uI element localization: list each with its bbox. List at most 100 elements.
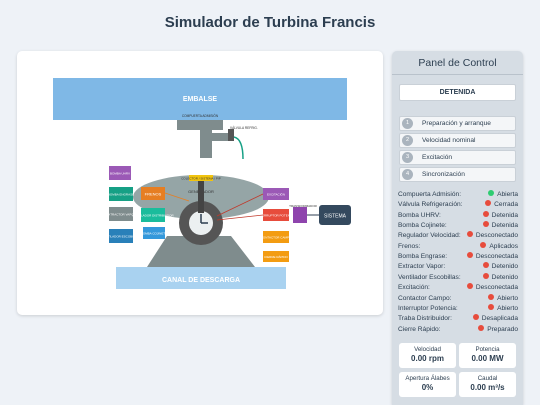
excitation-label: EXCITACIÓN — [267, 192, 285, 197]
status-dot-icon — [478, 324, 485, 331]
step-number: 1 — [402, 118, 413, 129]
status-value-wrap: Detenida — [482, 210, 518, 221]
status-dot-icon — [488, 190, 495, 196]
status-value-wrap: Desconectado — [466, 231, 518, 241]
step-label: Preparación y arranque — [422, 120, 491, 127]
panel-title: Panel de Control — [418, 57, 497, 69]
excitation-box[interactable] — [263, 188, 289, 200]
metric-value: 0.00 rpm — [411, 354, 444, 363]
step-label: Excitación — [422, 154, 453, 161]
status-value-wrap: Desconectada — [466, 252, 518, 262]
step-number: 2 — [402, 135, 413, 146]
status-label: Extractor Vapor: — [398, 263, 446, 271]
status-dot-icon — [466, 283, 473, 290]
quick-close-box[interactable] — [263, 251, 289, 262]
status-label: Interruptor Potencia: — [398, 304, 458, 312]
status-value: Desconectado — [475, 232, 518, 240]
status-row: Traba Distribuidor:Desaplicada — [398, 314, 518, 324]
brakes-box[interactable] — [141, 187, 165, 200]
step-label: Sincronización — [422, 171, 465, 178]
status-label: Bomba UHRV: — [398, 211, 441, 219]
grease-pump-label: BOMBA ENGRASE — [108, 193, 134, 197]
panel-divider — [392, 74, 523, 75]
transformer-label: TRANSFORMADOR — [289, 204, 318, 208]
metric-value: 0.00 m³/s — [470, 383, 505, 392]
status-value-wrap: Detenido — [482, 262, 518, 272]
gate-label: COMPUERTA ADMISIÓN — [182, 113, 219, 118]
shaft — [198, 181, 204, 213]
status-label: Compuerta Admisión: — [398, 191, 462, 198]
status-dot-icon — [482, 210, 489, 217]
status-value: Detenida — [491, 211, 518, 219]
status-value: Detenida — [491, 222, 518, 230]
status-dot-icon — [482, 262, 489, 269]
status-value-wrap: Cerrada — [485, 200, 518, 210]
metric-label: Caudal — [477, 375, 498, 382]
status-dot-icon — [472, 314, 479, 321]
cooling-pipe — [233, 136, 244, 160]
step-number: 3 — [402, 152, 413, 163]
brush-fan-label: VENTILADOR ESCOBILLAS — [102, 235, 141, 239]
brakes-label: FRENOS — [145, 192, 162, 197]
status-dot-icon — [466, 252, 473, 259]
power-breaker-box[interactable] — [263, 209, 289, 221]
turbine-diagram-card: EMBALSE COMPUERTA ADMISIÓN VÁLVULA REFRI… — [17, 51, 383, 315]
vapor-extractor-box[interactable] — [109, 207, 133, 221]
step-3-button[interactable]: 3 Excitación — [399, 150, 516, 165]
field-contactor-label: CONTACTOR CAMPO — [261, 236, 292, 240]
status-label: Excitación: — [398, 284, 430, 292]
page-title: Simulador de Turbina Francis — [164, 14, 376, 31]
valve-label: VÁLVULA REFRIG. — [230, 126, 258, 130]
step-2-button[interactable]: 2 Velocidad nominal — [399, 133, 516, 148]
status-dot-icon — [480, 241, 487, 248]
uhrv-pump-box[interactable] — [109, 166, 131, 180]
status-value: Desconectada — [475, 253, 518, 261]
status-value: Desaplicada — [481, 315, 518, 323]
power-metric: Potencia 0.00 MW — [459, 343, 516, 368]
status-label: Contactor Campo: — [398, 294, 452, 302]
status-row: Interruptor Potencia:Abierto — [398, 303, 518, 314]
status-label: Ventilador Escobillas: — [398, 273, 461, 281]
grease-pump-box[interactable] — [109, 187, 133, 201]
status-dot-icon — [488, 293, 495, 300]
system-box[interactable] — [319, 205, 351, 225]
quick-close-label: CIERRE RÁPIDO — [264, 255, 288, 259]
blade-opening-metric: Apertura Álabes 0% — [399, 372, 456, 397]
step-1-button[interactable]: 1 Preparación y arranque — [399, 116, 516, 131]
transformer[interactable] — [293, 207, 307, 223]
status-row: Excitación: Desconectada — [398, 283, 518, 293]
status-label: Bomba Engrase: — [398, 253, 448, 261]
status-dot-icon — [485, 200, 492, 207]
status-dot-icon — [488, 303, 495, 310]
status-row: Contactor Campo:Abierto — [398, 293, 518, 304]
penstock-top[interactable] — [177, 120, 223, 130]
status-label: Frenos: — [398, 242, 421, 250]
field-contactor-box[interactable] — [263, 231, 289, 243]
status-row: Ventilador Escobillas:Detenido — [398, 272, 518, 283]
status-value: Preparado — [487, 325, 518, 333]
regulator-box[interactable] — [141, 208, 165, 222]
status-value: Desconectada — [475, 284, 518, 292]
status-row: Cierre Rápido:Preparado — [398, 324, 518, 335]
speed-metric: Velocidad 0.00 rpm — [399, 343, 456, 368]
status-row: Compuerta Admisión:Abierta — [398, 190, 518, 200]
brush-fan-box[interactable] — [109, 229, 133, 243]
status-dot-icon — [466, 231, 473, 238]
status-row: Regulador Velocidad:Desconectado — [398, 231, 518, 241]
status-dot-icon — [482, 272, 489, 279]
metric-value: 0.00 MW — [471, 354, 504, 363]
metric-value: 0% — [421, 383, 434, 392]
control-panel: Panel de Control DETENIDA 1 Preparación … — [392, 51, 523, 405]
status-value-wrap: Preparado — [478, 324, 518, 335]
step-4-button[interactable]: 4 Sincronización — [399, 167, 516, 182]
penstock-branch — [200, 133, 228, 141]
cooling-valve[interactable] — [228, 129, 234, 141]
reservoir — [53, 78, 347, 120]
status-row: Extractor Vapor: Detenido — [398, 262, 518, 272]
turbine-diagram: EMBALSE COMPUERTA ADMISIÓN VÁLVULA REFRI… — [53, 78, 351, 289]
discharge-channel — [116, 267, 286, 289]
status-dot-icon — [482, 221, 489, 228]
bearing-pump-box[interactable] — [143, 227, 165, 239]
turbine-state: DETENIDA — [399, 84, 516, 101]
step-number: 4 — [402, 169, 413, 180]
